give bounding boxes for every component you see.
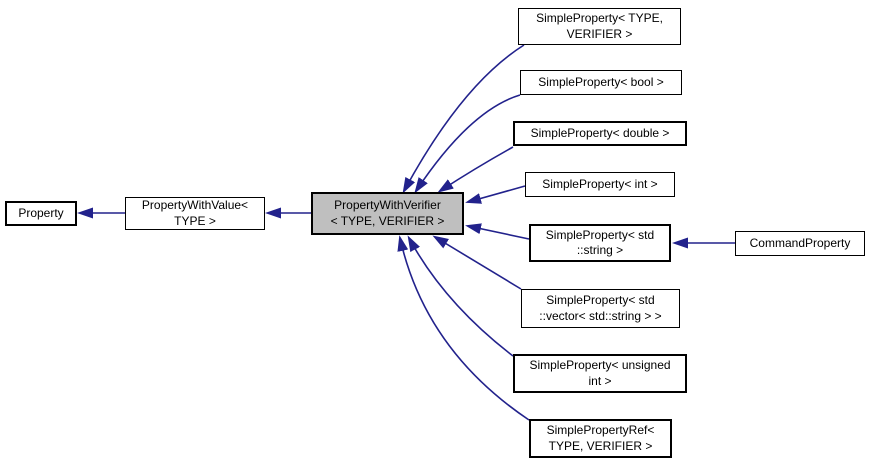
node-simpleproperty-int[interactable]: SimpleProperty< int > xyxy=(525,172,675,197)
edge-simpleproperty-int-to-propertywithverifier xyxy=(465,185,526,204)
node-property[interactable]: Property xyxy=(5,201,77,226)
node-property-with-verifier-current: PropertyWithVerifier < TYPE, VERIFIER > xyxy=(311,192,464,235)
node-simpleproperty-vector-string[interactable]: SimpleProperty< std ::vector< std::strin… xyxy=(521,289,680,328)
edge-simpleproperty-unsigned-to-propertywithverifier xyxy=(407,235,514,357)
node-simpleproperty-double[interactable]: SimpleProperty< double > xyxy=(513,121,687,146)
node-property-with-value[interactable]: PropertyWithValue< TYPE > xyxy=(125,197,265,230)
edge-simpleproperty-vector-to-propertywithverifier xyxy=(432,235,522,290)
node-commandproperty[interactable]: CommandProperty xyxy=(735,231,865,256)
edge-simpleproperty-double-to-propertywithverifier xyxy=(437,146,514,193)
edge-simpleproperty-string-to-propertywithverifier xyxy=(465,223,530,240)
edge-simplepropertyref-to-propertywithverifier xyxy=(397,235,530,421)
edge-simpleproperty-type-verifier-to-propertywithverifier xyxy=(402,44,525,194)
node-simplepropertyref[interactable]: SimplePropertyRef< TYPE, VERIFIER > xyxy=(529,419,672,458)
node-simpleproperty-type-verifier[interactable]: SimpleProperty< TYPE, VERIFIER > xyxy=(518,8,681,45)
node-simpleproperty-string[interactable]: SimpleProperty< std ::string > xyxy=(529,224,671,262)
edge-simpleproperty-bool-to-propertywithverifier xyxy=(414,94,521,194)
node-simpleproperty-bool[interactable]: SimpleProperty< bool > xyxy=(520,70,682,95)
node-simpleproperty-unsigned-int[interactable]: SimpleProperty< unsigned int > xyxy=(513,354,687,393)
